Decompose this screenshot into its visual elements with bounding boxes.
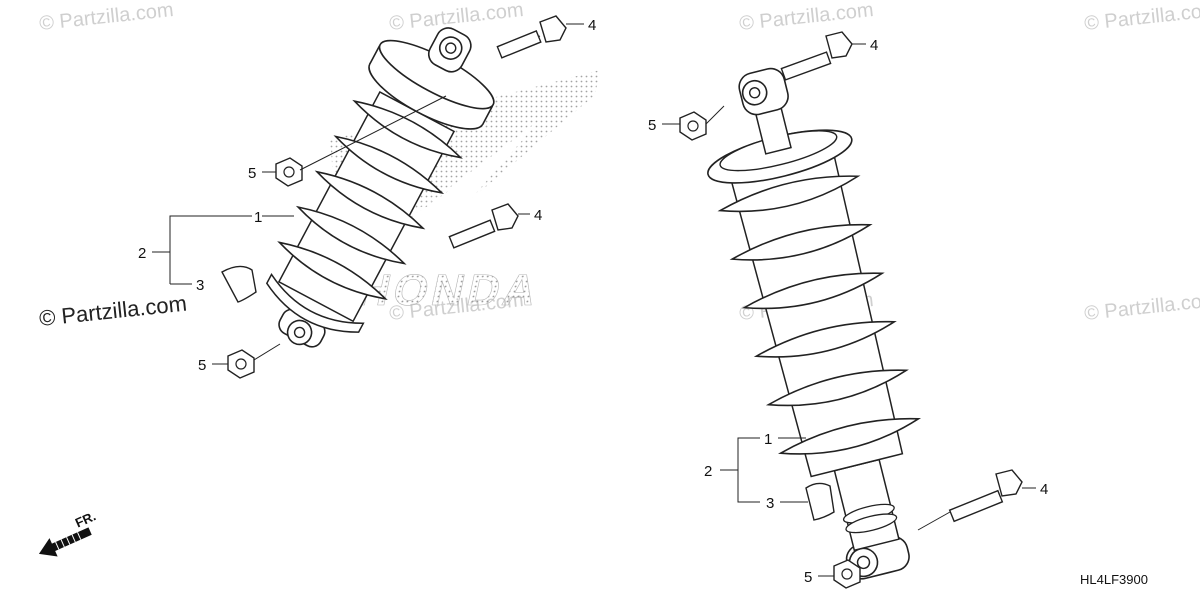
leader-lines (152, 23, 1036, 577)
lower-mount-eye (278, 308, 326, 348)
left-spring (277, 99, 463, 301)
watermark-text: © Partzilla.com (388, 0, 524, 35)
callout-bolt: 4 (870, 37, 878, 54)
bolt-icon (948, 469, 1023, 523)
right-collar (805, 482, 835, 521)
callout-bolt: 4 (1040, 481, 1048, 498)
upper-mount-eye (427, 27, 472, 73)
callout-bolt: 4 (534, 207, 542, 224)
front-direction-arrow: FR. (38, 508, 98, 557)
callout-spring: 1 (764, 431, 772, 448)
callout-collar: 3 (196, 277, 204, 294)
front-arrow-label: FR. (73, 508, 98, 530)
right-spring (717, 175, 922, 455)
bolt-icon (496, 15, 567, 59)
callout-spring: 1 (254, 209, 262, 226)
bolt-icon (448, 203, 519, 249)
watermark-text: © Partzilla.com (1083, 0, 1200, 35)
callout-collar: 3 (766, 495, 774, 512)
watermark-text: © Partzilla.com (738, 0, 874, 35)
watermark-text: © Partzilla.com (1083, 289, 1200, 325)
bolt-icon (780, 31, 853, 81)
callout-shock-assembly: 2 (138, 245, 146, 262)
callout-nut: 5 (648, 117, 656, 134)
callout-nut: 5 (248, 165, 256, 182)
callout-shock-assembly: 2 (704, 463, 712, 480)
honda-logo-text: HONDA (353, 266, 545, 314)
nut-icon (679, 111, 707, 141)
callout-bolt: 4 (588, 17, 596, 34)
right-shock-absorber (707, 67, 922, 580)
nut-icon (833, 559, 861, 589)
nut-icon (227, 349, 255, 379)
watermark-text: © Partzilla.com (38, 0, 174, 35)
diagram-code: HL4LF3900 (1080, 572, 1148, 587)
callout-labels: 4 5 1 2 3 4 5 4 5 1 2 3 4 5 (138, 17, 1048, 586)
watermarks: © Partzilla.com © Partzilla.com © Partzi… (38, 0, 1200, 331)
callout-nut: 5 (198, 357, 206, 374)
upper-mount-eye (738, 67, 789, 116)
arrow-icon (38, 527, 92, 557)
nut-icon (275, 157, 303, 187)
left-collar (221, 265, 257, 303)
watermark-text: © Partzilla.com (38, 291, 188, 331)
callout-nut: 5 (804, 569, 812, 586)
left-shock-absorber (265, 27, 495, 348)
